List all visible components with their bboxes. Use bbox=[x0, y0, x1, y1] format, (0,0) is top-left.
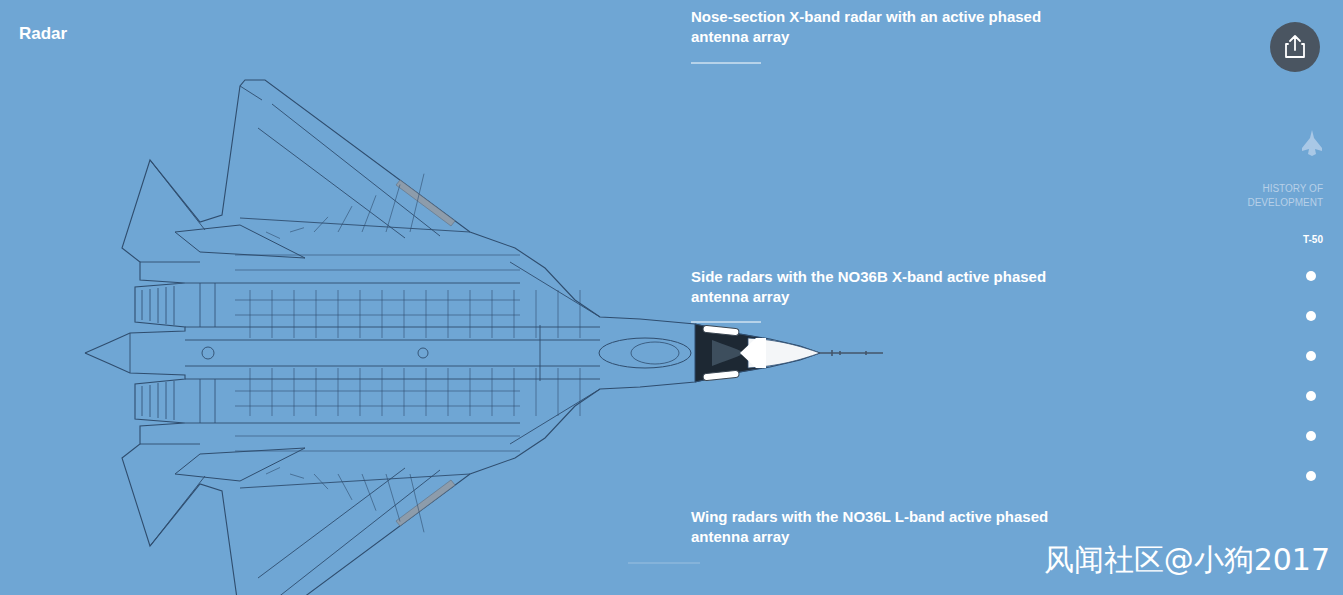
fuselage-centre-lines bbox=[130, 325, 600, 381]
panel-line bbox=[338, 206, 352, 232]
panel-line bbox=[536, 290, 537, 338]
airframe-outline bbox=[85, 80, 820, 353]
panel-line bbox=[272, 290, 273, 338]
panel-line bbox=[235, 255, 520, 256]
label-underline bbox=[691, 63, 761, 64]
callout-label: Side radars with the NO36B X-band active… bbox=[691, 267, 1053, 307]
panel-line bbox=[266, 232, 280, 239]
callout-label: Wing radars with the NO36L L-band active… bbox=[691, 507, 1053, 547]
callout-label-wrap: Wing radars with the NO36L L-band active… bbox=[691, 507, 1053, 547]
nav-item-label-wrap: T-50 bbox=[1263, 233, 1323, 247]
panel-line bbox=[514, 290, 515, 338]
nav-section-label-wrap: HISTORY OF DEVELOPMENT bbox=[1235, 182, 1323, 210]
airframe-mirror bbox=[85, 353, 820, 595]
aircraft-icon bbox=[1302, 130, 1322, 156]
panel-line bbox=[362, 195, 376, 232]
nav-item-label: T-50 bbox=[1263, 233, 1323, 247]
panel-line bbox=[235, 300, 520, 301]
tail-detail bbox=[202, 347, 214, 359]
page-title: Radar bbox=[19, 23, 67, 45]
nav-dot bbox=[1306, 391, 1316, 401]
nozzle-lines bbox=[142, 283, 215, 327]
panel-lines bbox=[235, 174, 580, 338]
nose-radar-marker bbox=[740, 338, 766, 368]
nav-dot bbox=[1306, 471, 1316, 481]
vertical-tail bbox=[175, 225, 305, 258]
nav-dot bbox=[1306, 271, 1316, 281]
canopy bbox=[599, 338, 691, 368]
airframe-half bbox=[85, 80, 820, 353]
panel-line bbox=[250, 290, 251, 338]
wing-root-line bbox=[140, 86, 600, 327]
panel-line bbox=[492, 290, 493, 338]
pitot-tube bbox=[818, 350, 883, 356]
nav-section-label: HISTORY OF DEVELOPMENT bbox=[1235, 182, 1323, 210]
panel-line bbox=[426, 290, 427, 338]
callout-label: Nose-section X-band radar with an active… bbox=[691, 7, 1053, 47]
share-button bbox=[1270, 22, 1320, 72]
label-underline bbox=[691, 322, 761, 323]
panel-line bbox=[580, 290, 581, 338]
panel-line bbox=[235, 315, 520, 316]
watermark: 风闻社区@小狗2017 bbox=[1044, 541, 1330, 579]
panel-line bbox=[382, 290, 383, 338]
panel-line bbox=[558, 290, 559, 338]
panel-line bbox=[290, 228, 304, 232]
panel-line bbox=[235, 270, 520, 271]
callout-label-wrap: Side radars with the NO36B X-band active… bbox=[691, 267, 1053, 307]
panel-line bbox=[360, 290, 361, 338]
panel-line bbox=[294, 290, 295, 338]
side-radar-array bbox=[703, 370, 740, 381]
panel-line bbox=[386, 185, 400, 233]
panel-line bbox=[410, 174, 424, 232]
nav-dot bbox=[1306, 431, 1316, 441]
panel-line bbox=[316, 290, 317, 338]
panel-line bbox=[448, 290, 449, 338]
nav-dot bbox=[1306, 351, 1316, 361]
panel-line bbox=[338, 290, 339, 338]
fuselage-detail bbox=[418, 348, 428, 358]
panel-line bbox=[470, 290, 471, 338]
panel-line bbox=[404, 290, 405, 338]
watermark-wrap: 风闻社区@小狗2017 bbox=[1044, 541, 1330, 579]
nav-dot bbox=[1306, 311, 1316, 321]
callout-label-wrap: Nose-section X-band radar with an active… bbox=[691, 7, 1053, 47]
label-underline bbox=[628, 563, 700, 564]
side-radar-array bbox=[703, 325, 740, 336]
wing-radar-strip bbox=[396, 180, 455, 226]
canopy-inner bbox=[631, 342, 679, 364]
title-wrap: Radar bbox=[19, 23, 67, 45]
share-icon bbox=[1286, 36, 1304, 57]
panel-line bbox=[314, 217, 328, 232]
